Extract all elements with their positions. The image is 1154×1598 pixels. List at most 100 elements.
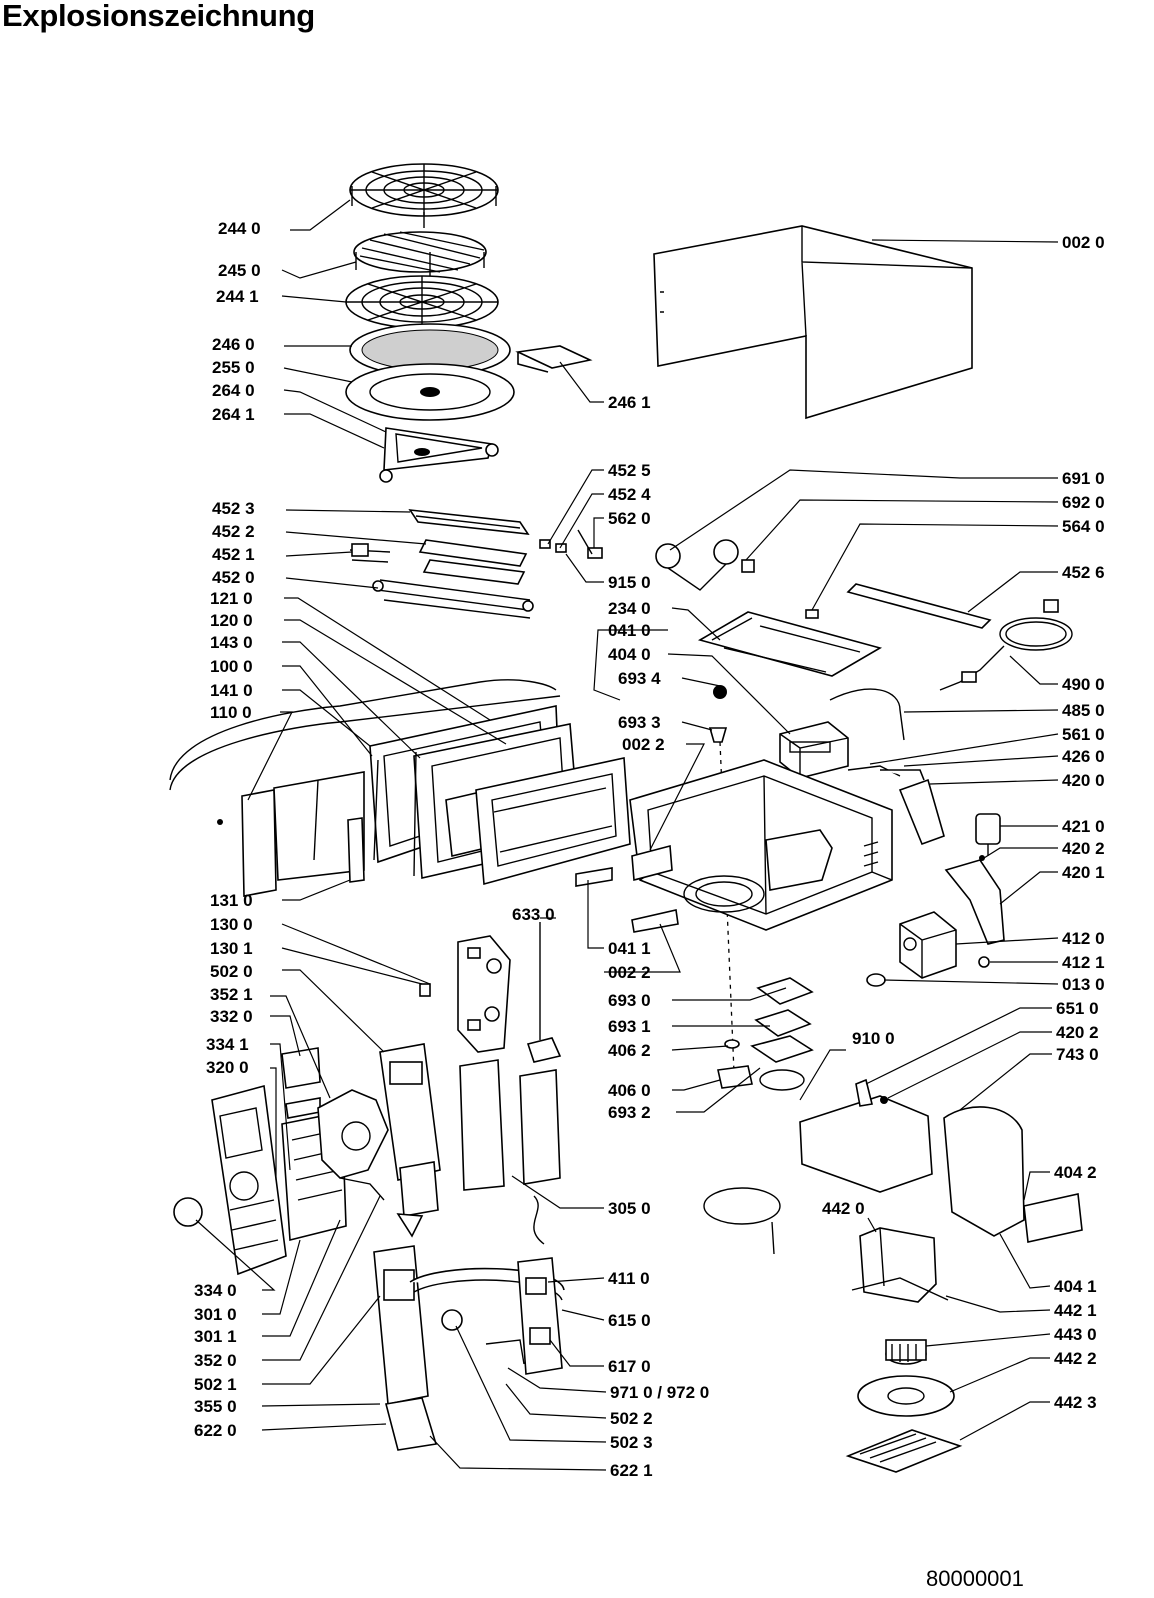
part-label: 915 0 (608, 573, 651, 592)
part-label: 691 0 (1062, 469, 1105, 488)
part-label: 442 3 (1054, 1393, 1097, 1412)
part-label: 130 1 (210, 939, 253, 958)
part-label: 452 1 (212, 545, 255, 564)
fan-gasket (857, 1375, 955, 1417)
part-label: 693 4 (618, 669, 661, 688)
part-label: 404 0 (608, 645, 651, 664)
fan-motor (851, 1227, 949, 1303)
door-switch-holder (457, 935, 511, 1053)
lamp-sockets (655, 539, 755, 591)
fan-grille (845, 1429, 963, 1473)
sensor-clips (539, 529, 603, 559)
mounting-bracket (575, 867, 613, 887)
turntable-motor (717, 1065, 753, 1089)
part-label: 334 0 (194, 1281, 237, 1300)
part-label: 651 0 (1056, 999, 1099, 1018)
part-label: 693 1 (608, 1017, 651, 1036)
outer-case (653, 225, 973, 420)
part-label: 301 1 (194, 1327, 237, 1346)
part-label: 234 0 (608, 599, 651, 618)
air-guide (943, 1106, 1025, 1237)
electronic-module (373, 1245, 565, 1451)
fan-duct (799, 1095, 933, 1193)
part-label: 255 0 (212, 358, 255, 377)
control-panel (173, 1043, 561, 1276)
part-label: 420 0 (1062, 771, 1105, 790)
part-label: 246 1 (608, 393, 651, 412)
part-label: 244 0 (218, 219, 261, 238)
roller-support (379, 427, 499, 483)
motor-cover (759, 1069, 805, 1091)
air-guide-bracket (1023, 1193, 1083, 1243)
part-label: 246 0 (212, 335, 255, 354)
grill-rack-upper (349, 163, 499, 228)
part-label: 412 0 (1062, 929, 1105, 948)
document-number: 80000001 (926, 1566, 1024, 1591)
part-label: 562 0 (608, 509, 651, 528)
part-label: 002 0 (1062, 233, 1105, 252)
part-label: 143 0 (210, 633, 253, 652)
bottom-plate (750, 1035, 814, 1063)
part-label: 121 0 (210, 589, 253, 608)
part-label: 130 0 (210, 915, 253, 934)
part-label: 264 1 (212, 405, 255, 424)
part-label: 452 0 (212, 568, 255, 587)
part-label: 334 1 (206, 1035, 249, 1054)
part-label: 443 0 (1054, 1325, 1097, 1344)
part-label: 452 4 (608, 485, 651, 504)
part-label: 502 0 (210, 962, 253, 981)
switch (526, 1037, 562, 1063)
part-label: 421 0 (1062, 817, 1105, 836)
part-labels-center: 246 1 452 5 452 4 562 0 915 0 234 0 041 … (512, 393, 895, 1480)
part-label: 406 0 (608, 1081, 651, 1100)
mounting-plate (697, 609, 883, 677)
part-label: 100 0 (210, 657, 253, 676)
part-label: 452 6 (1062, 563, 1105, 582)
part-label: 406 2 (608, 1041, 651, 1060)
part-label: 622 1 (610, 1461, 653, 1480)
part-label: 910 0 (852, 1029, 895, 1048)
part-label: 041 0 (608, 621, 651, 640)
part-label: 502 2 (610, 1409, 653, 1428)
part-label: 002 2 (622, 735, 665, 754)
part-label: 420 2 (1056, 1023, 1099, 1042)
leader-lines (195, 199, 1059, 1471)
part-label: 442 2 (1054, 1349, 1097, 1368)
part-labels-right: 002 0 691 0 692 0 564 0 452 6 490 0 485 … (1054, 233, 1105, 1412)
part-label: 420 1 (1062, 863, 1105, 882)
part-label: 743 0 (1056, 1045, 1099, 1064)
ground-wire (829, 688, 905, 741)
part-label: 411 0 (608, 1269, 650, 1288)
part-label: 131 0 (210, 891, 253, 910)
part-label: 352 0 (194, 1351, 237, 1370)
part-label: 622 0 (194, 1421, 237, 1440)
mode-stirrer-cap (708, 727, 728, 743)
part-label: 452 3 (212, 499, 255, 518)
part-label: 352 1 (210, 985, 253, 1004)
part-label: 615 0 (608, 1311, 651, 1330)
part-label: 320 0 (206, 1058, 249, 1077)
part-label: 693 0 (608, 991, 651, 1010)
grommet (713, 685, 727, 699)
part-label: 013 0 (1062, 975, 1105, 994)
coupler (724, 1039, 740, 1049)
bracket-clip (515, 345, 593, 373)
door-assembly (169, 679, 631, 897)
part-label: 426 0 (1062, 747, 1105, 766)
part-label: 404 1 (1054, 1277, 1097, 1296)
part-label: 120 0 (210, 611, 253, 630)
part-label: 412 1 (1062, 953, 1105, 972)
part-illustrations (169, 163, 1083, 1473)
fan-wheel (885, 1339, 927, 1365)
part-label: 502 1 (194, 1375, 237, 1394)
power-cord (939, 599, 1073, 691)
part-label: 442 1 (1054, 1301, 1097, 1320)
capacitor-bracket (898, 778, 945, 846)
wire-rack (345, 275, 499, 329)
fan-cover-ring (703, 1187, 781, 1225)
part-label: 452 2 (212, 522, 255, 541)
part-label: 244 1 (216, 287, 259, 306)
transformer-nut (978, 956, 990, 968)
part-label: 301 0 (194, 1305, 237, 1324)
